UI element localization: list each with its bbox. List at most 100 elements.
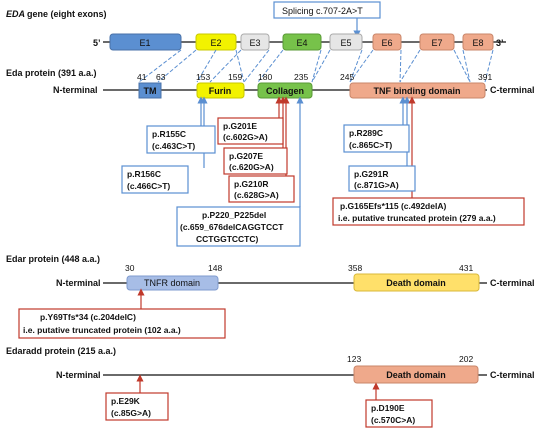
eda-gene-section: EDA gene (eight exons) Splicing c.707-2A… [6,1,506,83]
edaradd-protein-section: Edaradd protein (215 a.a.) N-terminal C-… [6,346,535,428]
mut-g210r-code: (c.628G>A) [234,190,279,200]
tnf-binding-domain-label: TNF binding domain [374,86,461,96]
edaradd-protein-title: Edaradd protein (215 a.a.) [6,346,116,356]
edar-protein-section: Edar protein (448 a.a.) N-terminal C-ter… [6,254,535,339]
mut-g291r-code: (c.871G>A) [354,180,399,190]
mut-e29k-box: p.E29K (c.85G>A) [105,392,169,421]
mut-r155c-box: p.R155C (c.463C>T) [146,125,216,154]
mut-p220-box: p.P220_P225del (c.659_676delCAGGTCCT CCT… [176,206,301,247]
five-prime-label: 5’ [93,38,101,48]
edar-pos-148: 148 [208,263,222,273]
eda-gene-title-italic: EDA [6,9,25,19]
mut-r155c-name: p.R155C [152,129,186,139]
eda-gene-title: gene (eight exons) [27,9,107,19]
mut-g165-note: i.e. putative truncated protein (279 a.a… [338,213,496,223]
collagen-domain-label: Collagen [266,86,304,96]
edar-pos-431: 431 [459,263,473,273]
mut-p220-name: p.P220_P225del [202,210,266,220]
mut-d190e-code: (c.570C>A) [371,415,415,425]
exon-e6 [372,33,402,51]
mut-p220-code2: CCTGGTCCTC) [196,234,258,244]
furin-domain-label: Furin [209,86,232,96]
mut-g165-box: p.G165Efs*115 (c.492delA) i.e. putative … [332,197,525,226]
mut-g210r-box: p.G210R (c.628G>A) [228,175,295,203]
exon-e3 [240,33,270,51]
mut-r156c-box: p.R156C (c.466C>T) [121,165,189,194]
exon-e5 [329,33,363,51]
exon-e8 [462,33,494,51]
edaradd-n-terminal: N-terminal [56,370,101,380]
mut-g201e-code: (c.602G>A) [223,132,268,142]
edar-protein-title: Edar protein (448 a.a.) [6,254,100,264]
three-prime-label: 3’ [496,38,504,48]
exon-e5-label: E5 [340,38,351,48]
edar-death-domain-label: Death domain [386,278,446,288]
exon-mapping-lines [138,49,494,83]
mut-d190e-name: p.D190E [371,403,405,413]
mut-d190e-box: p.D190E (c.570C>A) [365,399,433,428]
exon-e6-label: E6 [381,38,392,48]
eda-pos-63: 63 [156,72,166,82]
mut-r156c-code: (c.466C>T) [127,181,170,191]
edar-n-terminal: N-terminal [56,278,101,288]
eda-pos-180: 180 [258,72,272,82]
tnfr-domain [126,275,219,291]
mut-y69t-box: p.Y69Tfs*34 (c.204delC) i.e. putative tr… [18,308,226,339]
exon-e4-label: E4 [296,38,307,48]
mut-p220-code1: (c.659_676delCAGGTCCT [180,222,284,232]
edaradd-pos-123: 123 [347,354,361,364]
mut-e29k-name: p.E29K [111,396,141,406]
exon-e1 [109,33,182,51]
exon-e4 [282,33,322,51]
edar-pos-30: 30 [125,263,135,273]
mut-g291r-box: p.G291R (c.871G>A) [348,165,416,192]
tm-domain-label: TM [144,86,157,96]
exon-e1-label: E1 [139,38,150,48]
exon-e8-label: E8 [472,38,483,48]
tnf-binding-domain [349,82,486,99]
mut-r155c-code: (c.463C>T) [152,141,195,151]
eda-protein-title: Eda protein (391 a.a.) [6,68,97,78]
edaradd-c-terminal: C-terminal [490,370,535,380]
splicing-box [273,1,381,19]
tnfr-domain-label: TNFR domain [144,278,200,288]
mut-r289c-code: (c.865C>T) [349,140,392,150]
furin-domain [196,82,245,99]
tm-domain [138,82,162,99]
mut-g201e-name: p.G201E [223,121,257,131]
mut-g207e-code: (c.620G>A) [229,162,274,172]
mut-r289c-box: p.R289C (c.865C>T) [343,124,410,153]
mut-g207e-box: p.G207E (c.620G>A) [223,147,288,175]
mut-y69t-name: p.Y69Tfs*34 (c.204delC) [40,312,136,322]
eda-pos-245: 245 [340,72,354,82]
edar-c-terminal: C-terminal [490,278,535,288]
mut-e29k-code: (c.85G>A) [111,408,151,418]
eda-pos-153: 153 [196,72,210,82]
mut-g291r-name: p.G291R [354,169,389,179]
edar-death-domain [353,273,480,292]
eda-pos-41: 41 [137,72,147,82]
mut-g210r-name: p.G210R [234,179,269,189]
eda-n-terminal: N-terminal [53,85,98,95]
edaradd-pos-202: 202 [459,354,473,364]
eda-protein-section: Eda protein (391 a.a.) N-terminal C-term… [6,68,535,247]
edar-pos-358: 358 [348,263,362,273]
exon-e7-label: E7 [431,38,442,48]
edaradd-death-domain [353,365,479,384]
mut-g165-name: p.G165Efs*115 (c.492delA) [340,201,446,211]
mut-g207e-name: p.G207E [229,151,263,161]
eda-pos-391: 391 [478,72,492,82]
mut-g201e-box: p.G201E (c.602G>A) [217,117,284,145]
eda-pos-159: 159 [228,72,242,82]
exon-e7 [419,33,455,51]
eda-c-terminal: C-terminal [490,85,535,95]
exon-e3-label: E3 [249,38,260,48]
exon-e2-label: E2 [210,38,221,48]
splicing-label: Splicing c.707-2A>T [282,6,363,16]
edaradd-death-domain-label: Death domain [386,370,446,380]
eda-pos-235: 235 [294,72,308,82]
mut-y69t-note: i.e. putative truncated protein (102 a.a… [23,325,181,335]
mut-r289c-name: p.R289C [349,128,383,138]
mut-r156c-name: p.R156C [127,169,161,179]
